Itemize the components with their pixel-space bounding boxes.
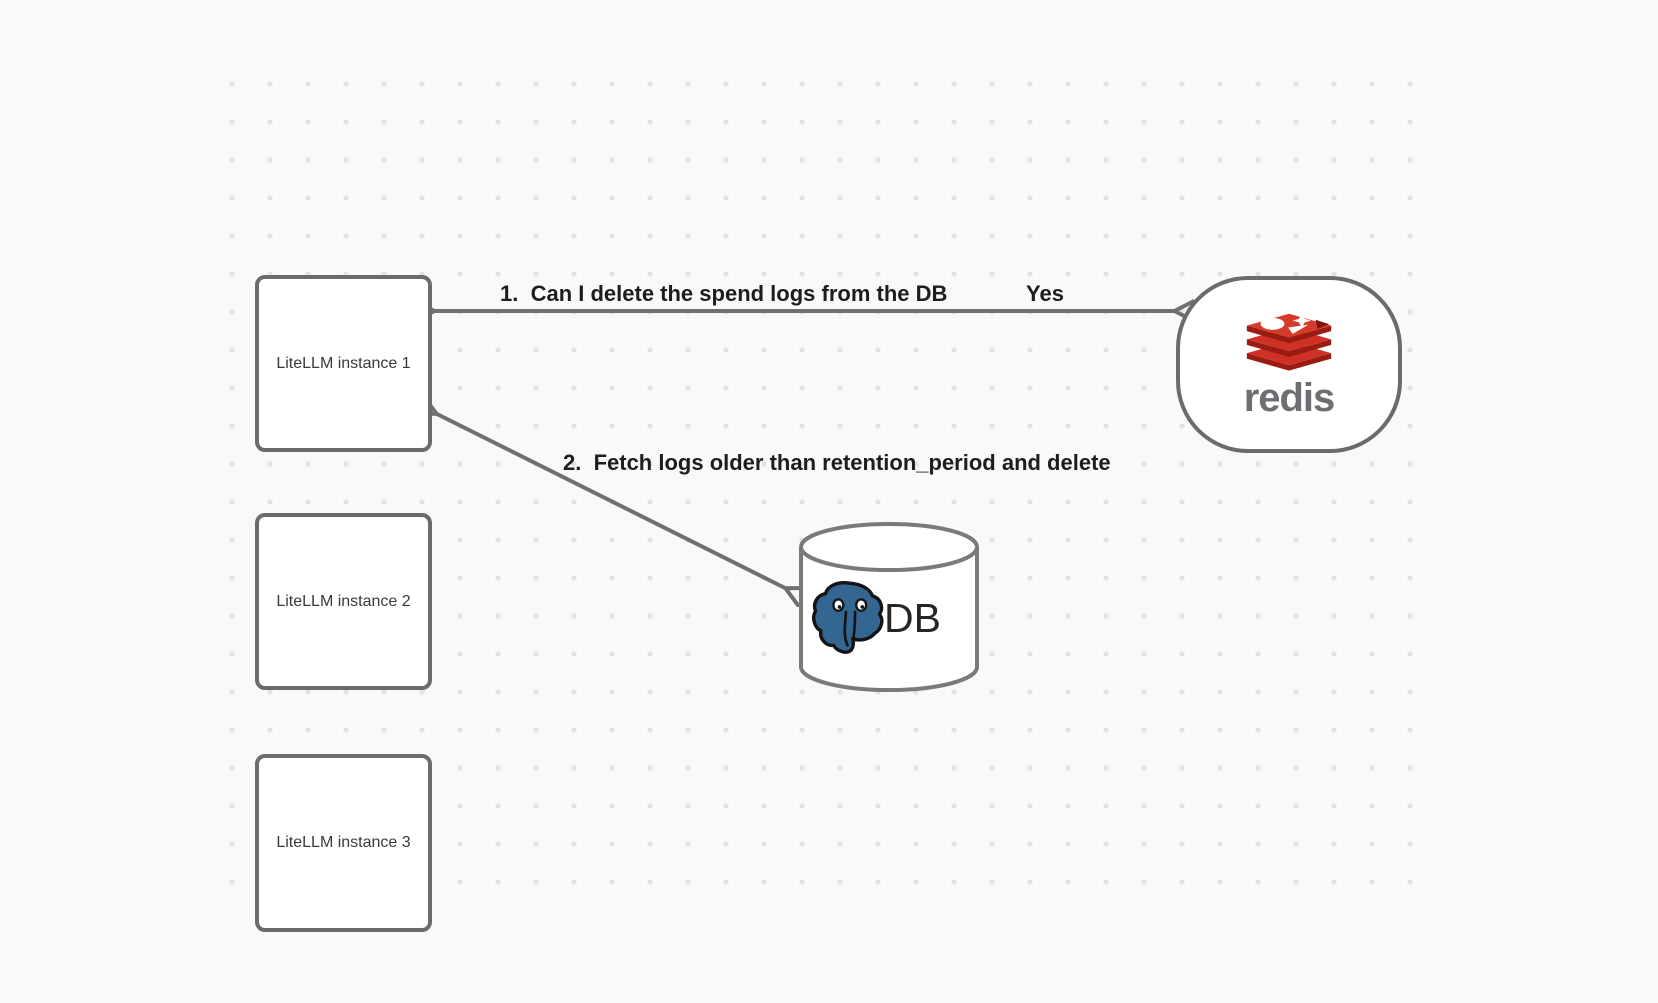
edge2-label[interactable]: 2. Fetch logs older than retention_perio… — [563, 450, 1111, 475]
litellm-instance-1-label: LiteLLM instance 1 — [276, 354, 411, 372]
litellm-instance-1-node[interactable]: LiteLLM instance 1 — [255, 275, 432, 452]
litellm-instance-3-node[interactable]: LiteLLM instance 3 — [255, 754, 432, 932]
redis-node[interactable]: redis — [1176, 276, 1402, 453]
db-node[interactable]: DB — [798, 521, 980, 693]
litellm-instance-2-node[interactable]: LiteLLM instance 2 — [255, 513, 432, 690]
edge2-arrow[interactable] — [413, 395, 809, 607]
edge1-response-label[interactable]: Yes — [1026, 281, 1064, 306]
litellm-instance-2-label: LiteLLM instance 2 — [276, 592, 411, 610]
litellm-instance-3-label: LiteLLM instance 3 — [276, 834, 411, 851]
postgresql-elephant-icon — [812, 581, 884, 654]
redis-logo-icon — [1246, 312, 1332, 371]
edge1-label[interactable]: 1. Can I delete the spend logs from the … — [500, 281, 948, 306]
redis-wordmark: redis — [1243, 375, 1336, 420]
db-label: DB — [884, 595, 941, 641]
